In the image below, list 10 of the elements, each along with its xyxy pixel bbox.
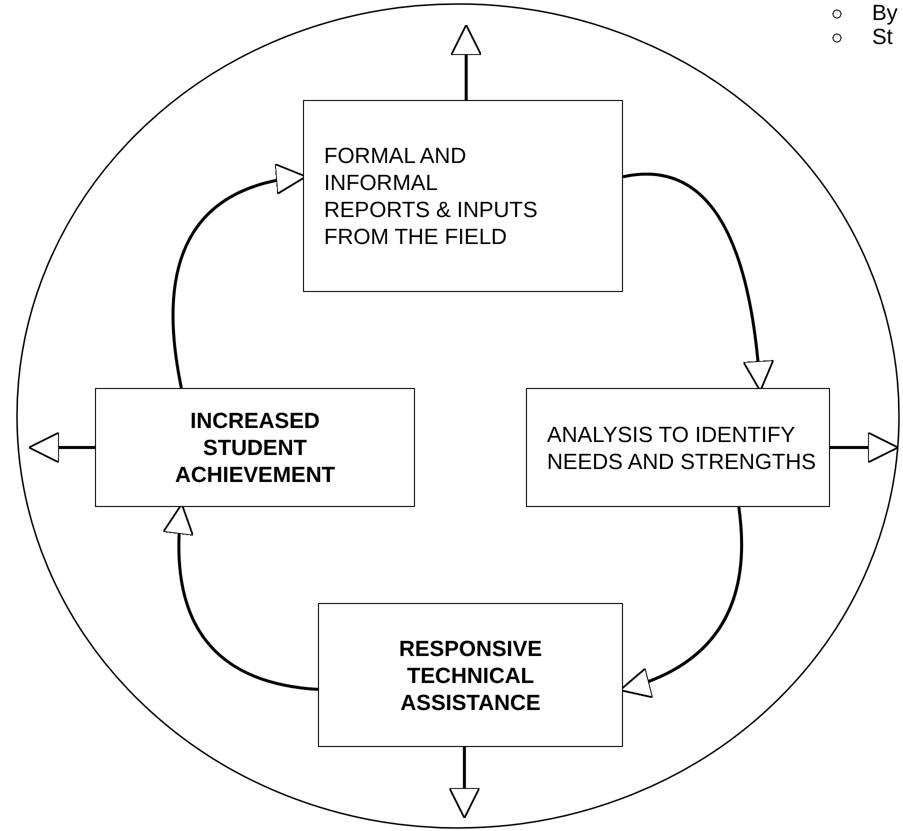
process-box: INCREASED STUDENT ACHIEVEMENT (95, 388, 415, 507)
arrow (830, 432, 899, 464)
process-box: ANALYSIS TO IDENTIFY NEEDS AND STRENGTHS (526, 388, 830, 507)
process-box: FORMAL AND INFORMAL REPORTS & INPUTS FROM THE FIELD (303, 100, 623, 292)
arrow (448, 747, 480, 819)
list-item: By (872, 0, 898, 26)
process-box: RESPONSIVE TECHNICAL ASSISTANCE (318, 603, 623, 747)
arrow (28, 432, 95, 464)
arrow (450, 24, 482, 100)
list-item: St (872, 24, 893, 50)
